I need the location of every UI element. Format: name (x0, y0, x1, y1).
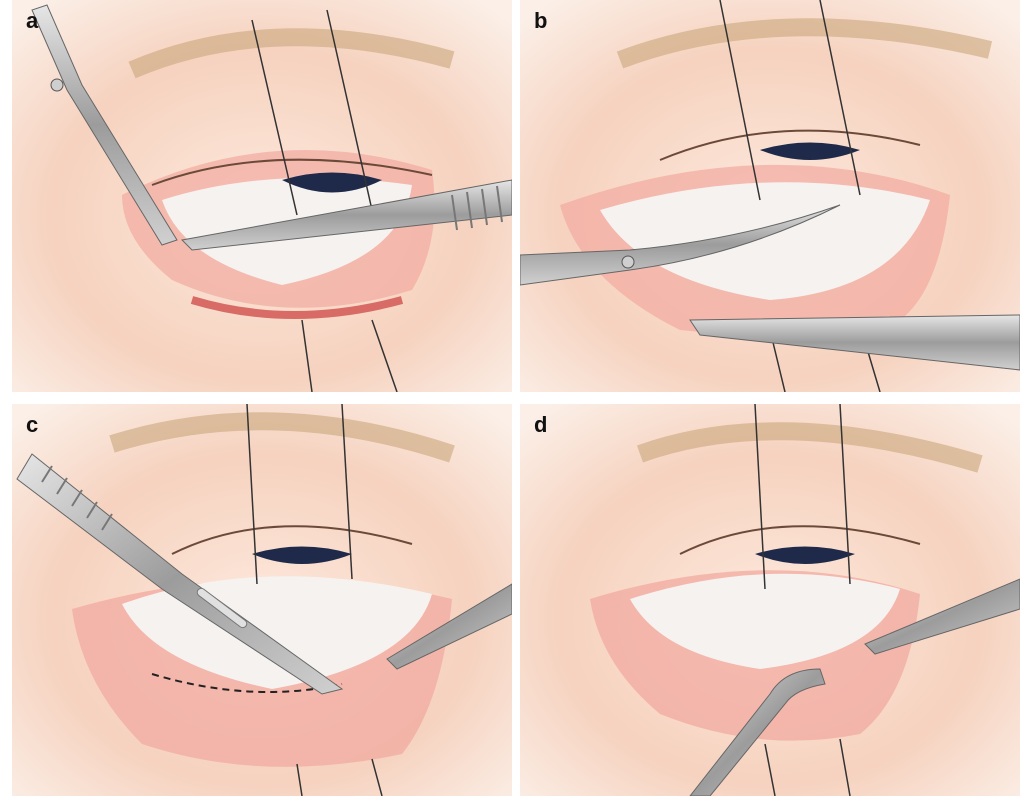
panel-a: a (12, 0, 512, 392)
forceps-instrument (689, 314, 1020, 371)
suture-lower-right (371, 758, 383, 796)
panel-d: d (520, 404, 1020, 796)
iris (755, 546, 855, 564)
forceps-instrument (180, 179, 512, 251)
upper-eyelashes (679, 525, 921, 555)
suture-right (341, 404, 353, 580)
suture-left (246, 404, 258, 585)
scalpel-instrument (16, 453, 344, 695)
suture-lower-left (301, 319, 313, 392)
suture-left (251, 19, 298, 216)
suture-right (839, 404, 851, 585)
panel-d-illustration (520, 404, 1020, 796)
upper-eyelashes (659, 129, 921, 161)
scissors-instrument (31, 4, 178, 246)
sclera (630, 573, 900, 669)
iris (252, 546, 352, 564)
sclera (600, 182, 930, 300)
suture-left (719, 0, 761, 201)
panel-a-illustration (12, 0, 512, 392)
curved-scissors-instrument (520, 204, 841, 286)
suture-lower-left (764, 743, 776, 796)
panel-c-illustration (12, 404, 512, 796)
panel-c: c (12, 404, 512, 796)
upper-eyelashes (151, 158, 433, 186)
panel-label-a: a (26, 8, 39, 33)
eyebrow (109, 412, 455, 463)
panel-label-d: d (534, 412, 548, 437)
panel-label-c: c (26, 412, 39, 437)
suture-right (326, 9, 373, 211)
suture-lower-right (371, 319, 398, 392)
eyebrow (128, 28, 455, 79)
suture-lower-left (296, 763, 303, 796)
suture-right (819, 0, 861, 196)
iris (760, 142, 860, 160)
panel-label-b: b (534, 8, 548, 33)
forceps-instrument (386, 583, 512, 670)
forceps-instrument (864, 578, 1020, 655)
panel-b: b (520, 0, 1020, 392)
panel-b-illustration (520, 0, 1020, 392)
suture-lower-right (839, 738, 851, 796)
lower-lid-margin (190, 296, 404, 319)
elevator-instrument (689, 668, 826, 796)
iris (282, 172, 382, 193)
upper-eyelashes (171, 525, 413, 555)
suture-left (754, 404, 766, 590)
eyebrow (636, 422, 983, 473)
eyebrow (616, 18, 993, 69)
